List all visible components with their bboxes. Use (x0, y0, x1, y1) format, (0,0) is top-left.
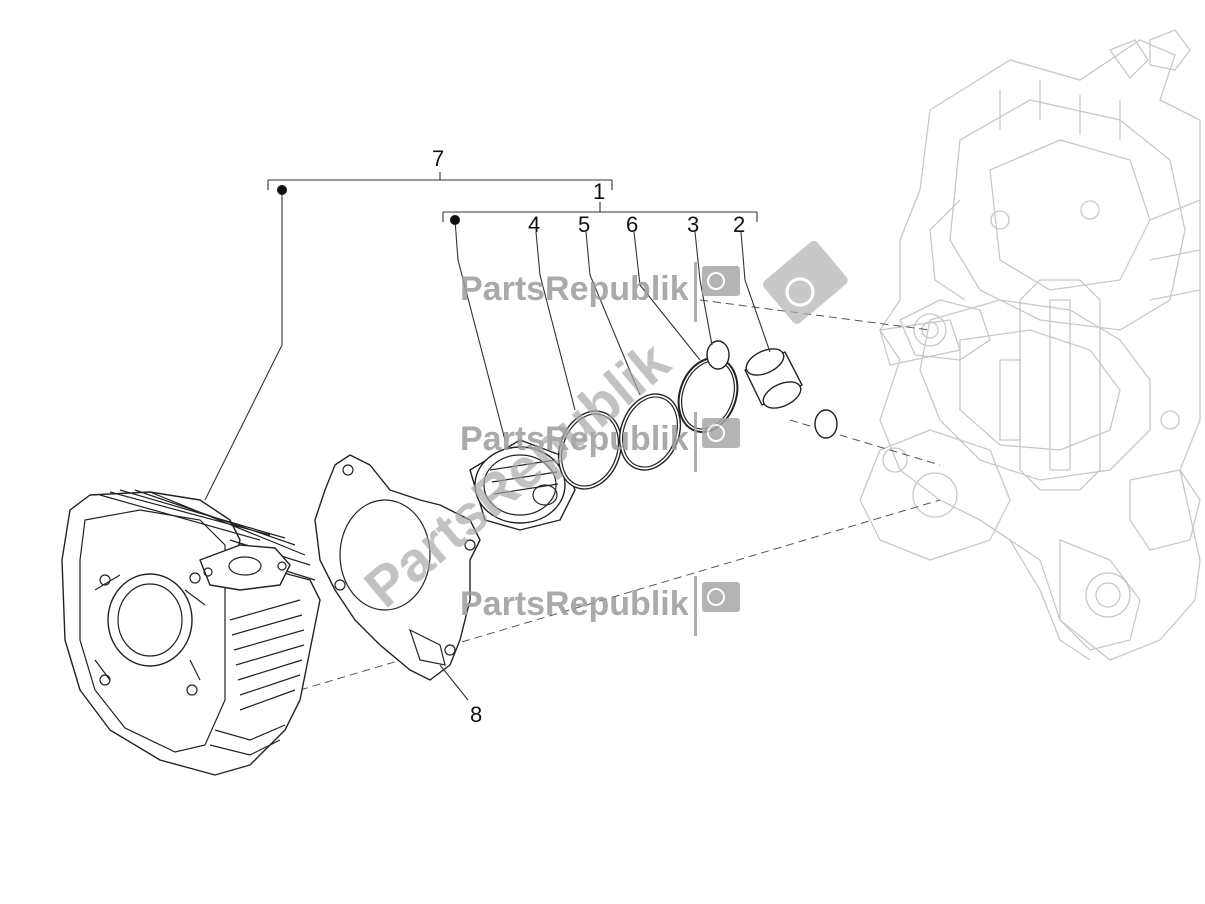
gear-flag-icon (762, 240, 848, 324)
circlip-part (706, 340, 838, 439)
callout-4: 4 (528, 212, 540, 237)
piston-ring-5 (618, 393, 682, 471)
piston-pin-part (744, 348, 803, 409)
watermark-text: PartsRepublik (460, 420, 689, 458)
gasket-part (314, 454, 481, 681)
callout-1: 1 (593, 179, 605, 204)
watermark-text: PartsRepublik (460, 270, 689, 308)
bullet-dot-1 (450, 215, 460, 225)
callout-8: 8 (470, 702, 482, 727)
watermark-text: PartsRepublik (460, 585, 689, 623)
callout-3: 3 (687, 212, 699, 237)
watermark-top: PartsRepublik (460, 262, 740, 322)
callout-6: 6 (626, 212, 638, 237)
piston-part (469, 439, 576, 531)
watermark-bottom: PartsRepublik (460, 576, 740, 636)
bullet-dots (277, 185, 460, 225)
cylinder-part (61, 489, 321, 776)
bullet-dot-7 (277, 185, 287, 195)
callout-7: 7 (432, 146, 444, 171)
callout-2: 2 (733, 212, 745, 237)
callout-leaders (204, 172, 771, 701)
watermark-text: PartsRepublik (352, 328, 682, 619)
piston-ring-4 (557, 410, 623, 490)
callout-5: 5 (578, 212, 590, 237)
crankcase-ghost-drawing (859, 29, 1201, 661)
watermark-middle: PartsRepublik (460, 412, 740, 472)
